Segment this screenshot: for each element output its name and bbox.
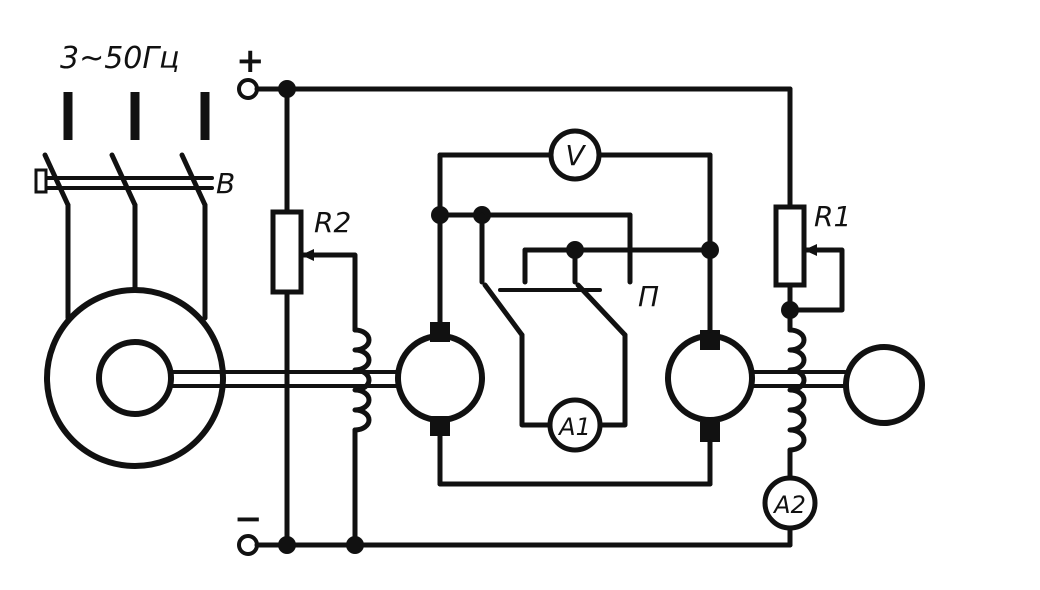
rheostat-r1: R1 <box>773 86 851 333</box>
ammeter2-label: A2 <box>772 491 806 519</box>
three-phase-supply: 3~50Гц <box>60 41 210 140</box>
plus-label: + <box>236 41 265 81</box>
generator-field-winding <box>352 327 372 433</box>
dc-machine-left <box>395 152 485 487</box>
three-pole-switch: В <box>34 152 235 321</box>
r1-label: R1 <box>814 200 851 233</box>
voltmeter: V <box>437 128 713 182</box>
r2-label: R2 <box>314 206 351 239</box>
changeover-switch: П <box>431 206 719 428</box>
motor-field-winding <box>787 327 807 481</box>
plus-terminal <box>237 78 259 100</box>
induction-motor <box>44 287 226 469</box>
rheostat-r2: R2 <box>270 206 364 554</box>
supply-label: 3~50Гц <box>60 41 180 76</box>
dc-supply: + − <box>234 41 793 556</box>
voltmeter-label: V <box>565 139 586 172</box>
ammeter1-label: A1 <box>557 413 591 441</box>
dc-machine-right <box>665 152 755 487</box>
ammeter-a2: A2 <box>762 475 818 548</box>
changeover-label: П <box>638 280 659 313</box>
ammeter-a1: A1 <box>547 397 603 453</box>
switch-label: В <box>216 167 235 200</box>
load-machine <box>843 344 925 426</box>
minus-terminal <box>237 534 259 556</box>
minus-label: − <box>234 499 263 539</box>
